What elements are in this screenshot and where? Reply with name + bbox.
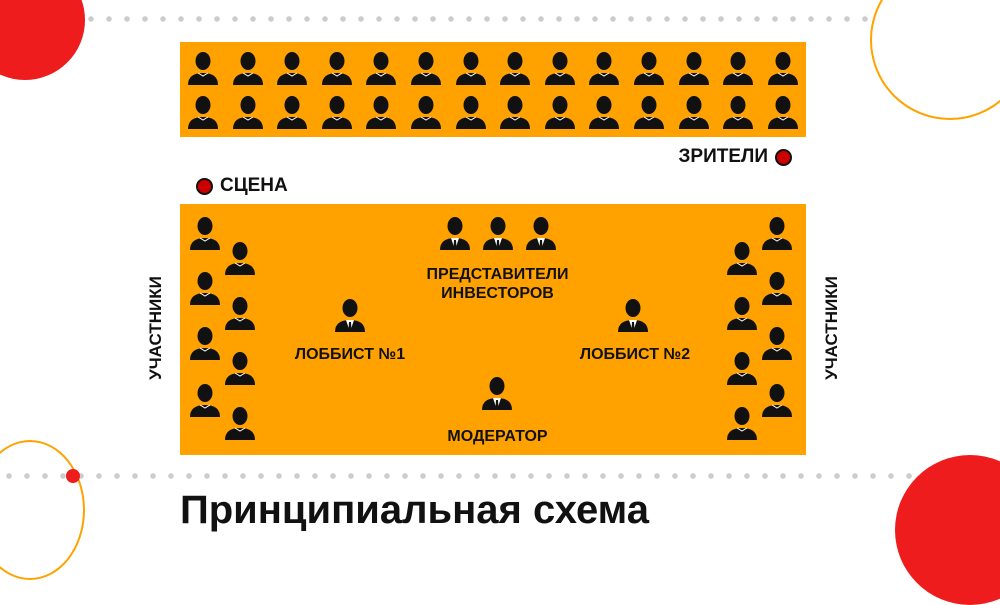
audience-person-icon [274, 94, 310, 130]
audience-person-icon [542, 50, 578, 86]
participant-icon [222, 295, 258, 331]
audience-person-icon [453, 94, 489, 130]
dotted-divider [0, 473, 920, 479]
investors-label: ПРЕДСТАВИТЕЛИ ИНВЕСТОРОВ [400, 265, 595, 303]
audience-person-icon [586, 94, 622, 130]
participant-icon [724, 350, 760, 386]
participant-icon [759, 270, 795, 306]
investor-icon [523, 215, 559, 251]
moderator-icon [479, 375, 515, 411]
lobbyist1-icon [332, 297, 368, 333]
investors-label-line1: ПРЕДСТАВИТЕЛИ [426, 266, 569, 283]
audience-person-icon [631, 50, 667, 86]
audience-person-icon [497, 50, 533, 86]
audience-label: ЗРИТЕЛИ [678, 146, 769, 167]
participant-icon [187, 325, 223, 361]
stage-legend: СЦЕНА [196, 175, 288, 197]
participant-icon [759, 382, 795, 418]
audience-person-icon [497, 94, 533, 130]
audience-person-icon [720, 50, 756, 86]
participant-icon [222, 350, 258, 386]
participants-label-right: УЧАСТНИКИ [821, 276, 841, 380]
stage-label: СЦЕНА [220, 175, 288, 196]
audience-person-icon [765, 50, 801, 86]
audience-person-icon [720, 94, 756, 130]
lobbyist1-label: ЛОББИСТ №1 [294, 346, 406, 363]
participants-label-left: УЧАСТНИКИ [145, 276, 165, 380]
red-dot-decoration [66, 469, 80, 483]
audience-person-icon [319, 50, 355, 86]
participant-icon [759, 325, 795, 361]
audience-person-icon [363, 94, 399, 130]
lobbyist2-label: ЛОББИСТ №2 [579, 346, 691, 363]
participant-icon [187, 382, 223, 418]
audience-person-icon [363, 50, 399, 86]
participant-icon [222, 405, 258, 441]
audience-person-icon [676, 94, 712, 130]
audience-legend: ЗРИТЕЛИ [678, 146, 792, 168]
investors-label-line2: ИНВЕСТОРОВ [441, 285, 554, 302]
marker-icon [196, 177, 213, 195]
participant-icon [187, 215, 223, 251]
audience-person-icon [185, 94, 221, 130]
participant-icon [724, 295, 760, 331]
orange-ring-decoration [0, 440, 85, 580]
audience-person-icon [586, 50, 622, 86]
participant-icon [222, 240, 258, 276]
dotted-divider [82, 16, 872, 22]
moderator-label: МОДЕРАТОР [447, 428, 548, 445]
participant-icon [724, 405, 760, 441]
participant-icon [759, 215, 795, 251]
audience-person-icon [230, 50, 266, 86]
participant-icon [724, 240, 760, 276]
audience-person-icon [185, 50, 221, 86]
audience-person-icon [631, 94, 667, 130]
investor-icon [480, 215, 516, 251]
audience-person-icon [274, 50, 310, 86]
audience-person-icon [453, 50, 489, 86]
audience-person-icon [676, 50, 712, 86]
page-title: Принципиальная схема [180, 488, 649, 532]
investor-icon [437, 215, 473, 251]
marker-icon [775, 148, 792, 166]
audience-person-icon [408, 94, 444, 130]
audience-person-icon [408, 50, 444, 86]
audience-person-icon [319, 94, 355, 130]
audience-person-icon [230, 94, 266, 130]
participant-icon [187, 270, 223, 306]
audience-person-icon [765, 94, 801, 130]
orange-ring-decoration [870, 0, 1000, 120]
red-circle-decoration [0, 0, 85, 80]
audience-person-icon [542, 94, 578, 130]
lobbyist2-icon [615, 297, 651, 333]
